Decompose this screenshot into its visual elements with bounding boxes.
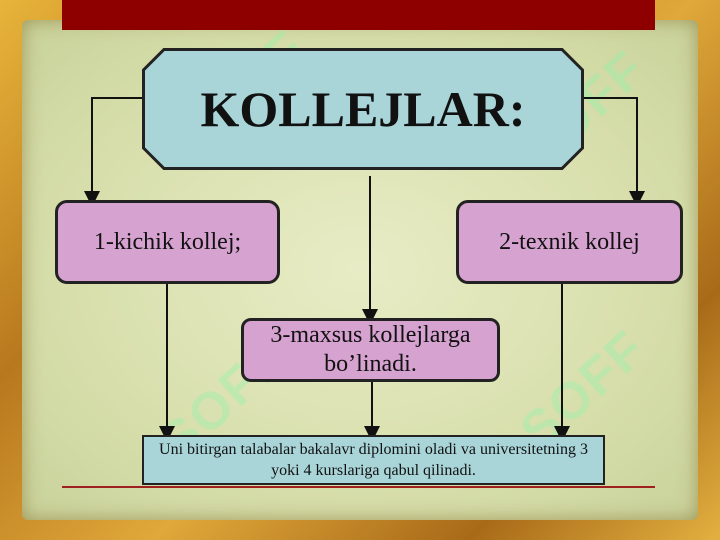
title-node-border <box>142 48 584 170</box>
node-graduation-note: Uni bitirgan talabalar bakalavr diplomin… <box>142 435 605 485</box>
title-node-fill <box>142 48 584 170</box>
bottom-rule <box>62 486 655 488</box>
diagram-title: KOLLEJLAR: <box>200 81 526 137</box>
connector-title-left <box>84 97 142 207</box>
top-banner <box>62 0 655 30</box>
connector-title-right <box>584 97 645 207</box>
node-special-colleges: 3-maxsus kollejlarga bo’linadi. <box>241 318 500 382</box>
node-small-college: 1-kichik kollej; <box>55 200 280 284</box>
node-technical-college: 2-texnik kollej <box>456 200 683 284</box>
